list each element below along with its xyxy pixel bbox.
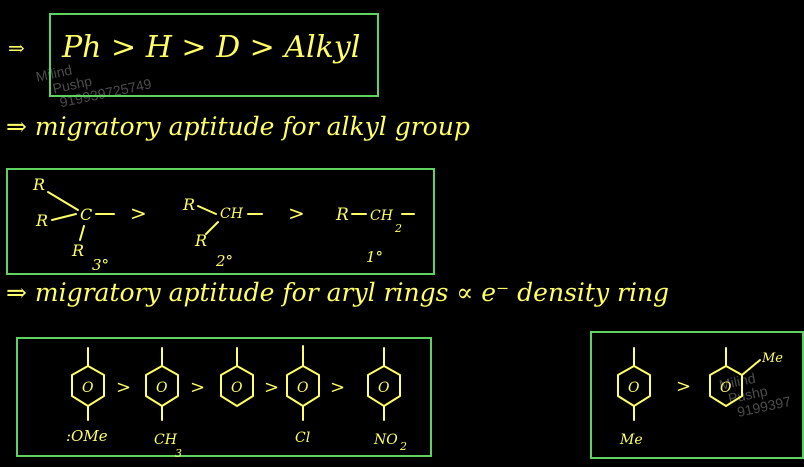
r3: R (335, 205, 349, 225)
ring-para-methyl: O Me > (617, 347, 691, 448)
carbon: C (80, 205, 92, 224)
gt-me: > (676, 376, 691, 397)
r2-top: R (182, 195, 195, 214)
tertiary-label: 3° (92, 256, 109, 274)
ch2: CH (370, 208, 394, 224)
ring-center: O (156, 380, 168, 396)
gt-a2: > (190, 377, 205, 398)
ring-ortho-methyl: O Me (709, 347, 783, 407)
sub-ome: :OMe (66, 427, 108, 445)
ring-bonds (725, 347, 761, 376)
primary-label: 1° (366, 248, 383, 266)
tertiary-alkyl: R R C R 3° > (32, 175, 147, 274)
ch2-subscript: 2 (394, 222, 402, 235)
r-bottom: R (71, 241, 84, 260)
line1-arrow: ⇒ (8, 36, 25, 60)
ring-toluene: O CH 3 > (145, 347, 205, 460)
ring-center: O (297, 380, 309, 396)
sub-no2: NO (373, 432, 398, 448)
sub-cl: Cl (295, 430, 310, 446)
r-left: R (35, 211, 48, 230)
aryl-box (16, 337, 432, 457)
gt-1: > (130, 201, 147, 225)
ch: CH (220, 206, 244, 222)
hexagon (220, 365, 254, 407)
aryl-aptitude-heading: ⇒ migratory aptitude for aryl rings ∝ e⁻… (6, 278, 670, 307)
primary-alkyl: R CH 2 1° (335, 205, 415, 266)
secondary-label: 2° (215, 252, 233, 270)
tertiary-bonds (47, 191, 115, 241)
sub-ch3-index: 3 (175, 447, 182, 460)
sub-me-para: Me (619, 432, 643, 448)
ring-center: O (720, 380, 732, 396)
ring-chlorobenzene: O Cl > (286, 345, 345, 446)
formula-box (49, 13, 379, 97)
secondary-bonds (197, 205, 263, 235)
ring-center: O (231, 380, 243, 396)
alkyl-aptitude-heading: ⇒ migratory aptitude for alkyl group (6, 112, 470, 141)
sub-ch3: CH (154, 432, 178, 448)
gt-a3: > (264, 377, 279, 398)
ring-anisole: O :OMe > (66, 347, 131, 445)
ring-center: O (628, 380, 640, 396)
secondary-alkyl: R CH R 2° > (182, 195, 305, 270)
migration-order-formula: Ph > H > D > Alkyl (62, 30, 361, 65)
ring-center: O (378, 380, 390, 396)
gt-a1: > (116, 377, 131, 398)
ring-benzene: O > (220, 347, 279, 407)
r2-bottom: R (194, 231, 207, 250)
methyl-compare-box (590, 331, 804, 459)
ring-nitrobenzene: O NO 2 (367, 347, 407, 453)
alkyl-box (6, 168, 435, 275)
ring-center: O (82, 380, 94, 396)
r-top: R (32, 175, 45, 194)
sub-no2-index: 2 (399, 440, 407, 453)
gt-2: > (288, 201, 305, 225)
sub-me-ortho: Me (761, 351, 783, 366)
gt-a4: > (330, 377, 345, 398)
